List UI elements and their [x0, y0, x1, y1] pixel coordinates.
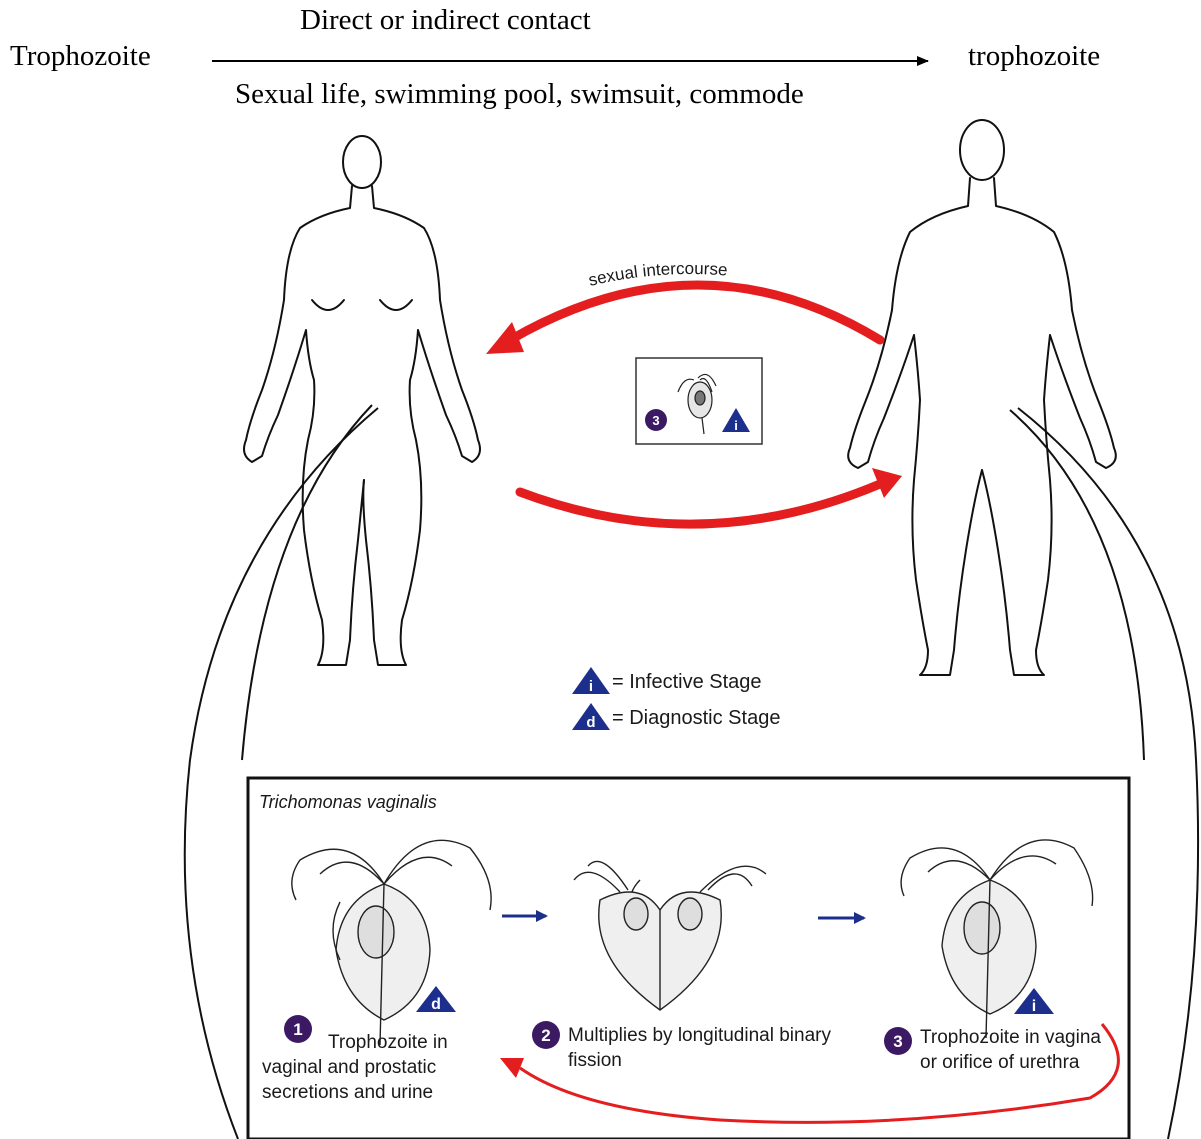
trophozoite-illustration-1 — [292, 840, 491, 1045]
female-body-outline — [244, 136, 480, 665]
svg-text:d: d — [431, 996, 441, 1013]
infective-stage-label: = Infective Stage — [612, 671, 762, 693]
step-3-badge: 3 — [884, 1027, 912, 1055]
step-3-caption: Trophozoite in vagina or orifice of uret… — [920, 1025, 1110, 1075]
svg-text:i: i — [589, 678, 593, 695]
left-enclosure-curve-inner — [242, 405, 372, 760]
svg-text:2: 2 — [541, 1026, 550, 1045]
step-1-diagnostic-triangle: d — [416, 986, 456, 1013]
trophozoite-illustration-3 — [901, 840, 1093, 1038]
sexual-transmission-arrow-upper — [486, 285, 880, 354]
svg-text:i: i — [734, 418, 738, 433]
svg-text:3: 3 — [652, 413, 659, 428]
step-2-caption: Multiplies by longitudinal binary fissio… — [568, 1023, 838, 1073]
svg-text:d: d — [586, 714, 595, 731]
step-2-badge: 2 — [532, 1021, 560, 1049]
sexual-transmission-arrow-lower — [520, 468, 902, 524]
species-name: Trichomonas vaginalis — [259, 792, 437, 813]
center-trophozoite-box: 3 i — [636, 358, 762, 444]
svg-text:3: 3 — [893, 1032, 902, 1051]
dividing-trophozoite-illustration — [574, 861, 766, 1010]
legend: i = Infective Stage d = Diagnostic Stage — [572, 667, 780, 731]
step-1-caption: Trophozoite in vaginal and prostatic sec… — [262, 1030, 492, 1105]
svg-text:i: i — [1032, 998, 1036, 1015]
male-body-outline — [848, 120, 1116, 675]
diagnostic-stage-label: = Diagnostic Stage — [612, 707, 780, 729]
